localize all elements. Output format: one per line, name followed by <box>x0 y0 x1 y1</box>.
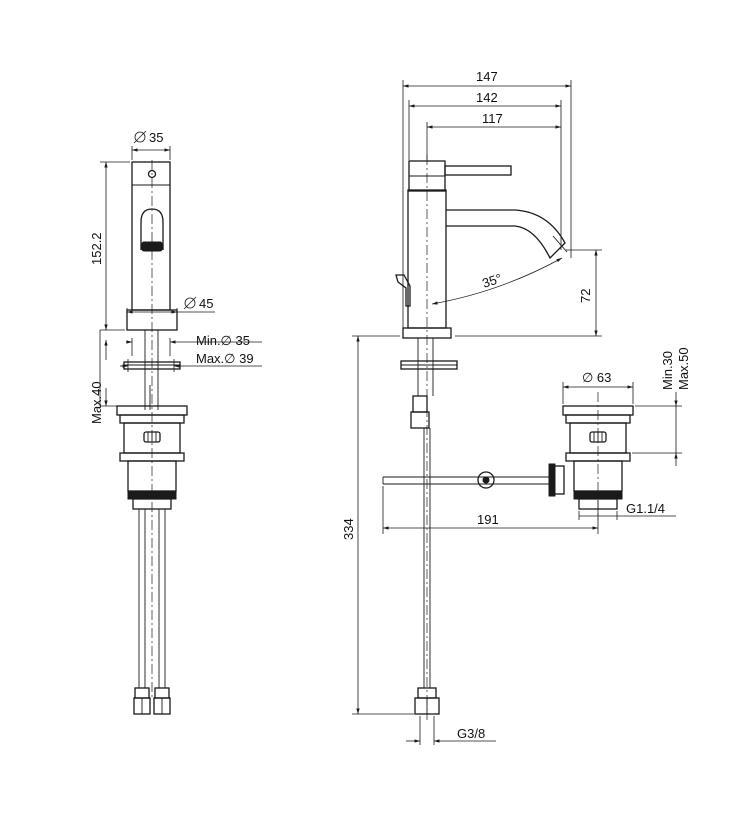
dim-front-height: 152.2 <box>89 232 104 265</box>
dim-spout-height: 72 <box>578 289 593 303</box>
dim-side-total-length: 147 <box>476 69 498 84</box>
dim-side-base-to-spout: 142 <box>476 90 498 105</box>
dim-waste-thickness-min: Min.30 <box>660 351 675 390</box>
dim-total-length: 334 <box>341 518 356 540</box>
dim-deck-max-thickness: Max.40 <box>89 381 104 424</box>
waste-dimensions: ∅ 63 Min.30 Max.50 G1.1/4 <box>562 347 691 520</box>
dim-waste-thickness-max: Max.50 <box>676 347 691 390</box>
front-dimensions: 35 152.2 45 Min.∅ 35 Max.∅ 39 Max.40 <box>89 130 262 424</box>
dim-waste-diameter: ∅ 63 <box>582 370 611 385</box>
waste-detail <box>562 405 634 510</box>
dim-hose-thread: G3/8 <box>457 726 485 741</box>
side-view <box>382 160 568 715</box>
waste-thread <box>573 490 623 500</box>
side-lever <box>444 165 512 176</box>
dim-drain-rod-length: 191 <box>477 512 499 527</box>
front-hose-nut-right <box>154 687 170 699</box>
drain-rod-clamp <box>477 471 495 489</box>
dim-waste-thread: G1.1/4 <box>626 501 665 516</box>
dim-front-body-diameter: 35 <box>149 130 163 145</box>
front-hose-nut-left <box>134 687 150 699</box>
dim-side-spout-reach: 117 <box>482 111 503 126</box>
side-spout <box>446 209 566 260</box>
dim-line-spout-angle <box>431 257 563 305</box>
dim-front-base-diameter: 45 <box>199 296 213 311</box>
dim-hole-min-diameter: Min.∅ 35 <box>196 333 250 348</box>
front-tap-body <box>131 161 171 311</box>
front-handle-dot <box>147 169 157 179</box>
side-dimensions: 147 142 117 35° 72 334 191 G3/8 <box>341 69 602 745</box>
popup-lever <box>395 274 411 307</box>
center-lines <box>151 155 599 720</box>
dim-spout-angle: 35° <box>480 271 503 291</box>
dim-hole-max-diameter: Max.∅ 39 <box>196 351 254 366</box>
diameter-symbol <box>133 130 147 144</box>
diameter-symbol <box>183 296 197 310</box>
